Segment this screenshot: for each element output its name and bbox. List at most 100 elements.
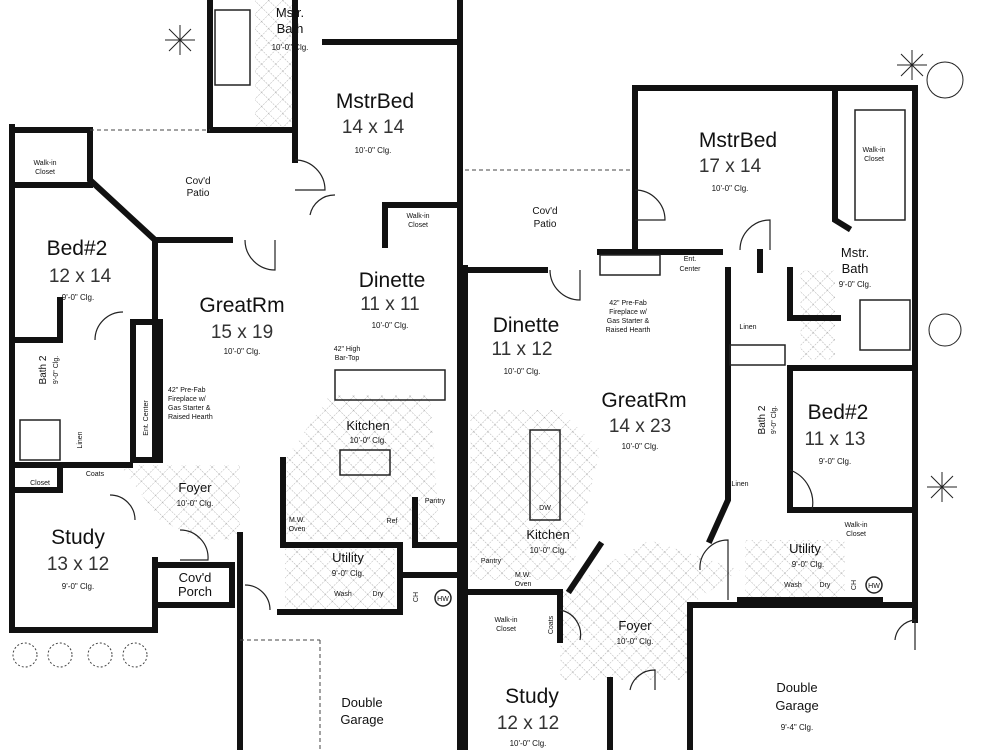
- ceiling-height: 10'-0" Clg.: [350, 436, 387, 445]
- appliance-label: Ref: [387, 518, 398, 525]
- appliance-label: Wash: [334, 591, 352, 598]
- room-size: 17 x 14: [699, 156, 762, 177]
- note-line: Gas Starter &: [607, 318, 650, 325]
- appliance-label: HW: [868, 583, 880, 590]
- closet-label: Closet: [30, 480, 50, 487]
- closet-label: Walk-in: [494, 617, 517, 624]
- note-line: 42" Pre-Fab: [609, 300, 647, 307]
- appliance-label: Oven: [289, 526, 306, 533]
- room-name: Bed#2: [47, 237, 108, 260]
- fireplace-note: 42" Pre-Fab Fireplace w/ Gas Starter & R…: [168, 387, 213, 421]
- note-label: 42" High: [334, 346, 361, 353]
- ceiling-height: 9'-0" Clg.: [332, 569, 364, 578]
- tree-icon: [928, 313, 962, 347]
- appliance-label: Dry: [373, 591, 384, 598]
- room-name: GreatRm: [199, 294, 284, 317]
- room-name: MstrBed: [336, 90, 414, 113]
- room-name: Dinette: [359, 269, 426, 292]
- ent-center-label: Center: [679, 266, 701, 273]
- room-name: Utility: [789, 541, 821, 556]
- appliance-label: DW: [539, 505, 551, 512]
- appliance-label: M.W.: [289, 517, 305, 524]
- appliance-label: CH: [851, 580, 858, 590]
- water-heater-icon: [865, 576, 883, 594]
- appliance-label: Dry: [820, 582, 831, 589]
- room-name: Bed#2: [808, 401, 869, 424]
- room-size: 11 x 12: [492, 339, 553, 360]
- room-name: Double: [341, 695, 382, 710]
- note-line: Gas Starter &: [168, 405, 211, 412]
- room-name: Bath 2: [38, 355, 49, 384]
- closet-label: Closet: [496, 626, 516, 633]
- room-size: 13 x 12: [47, 554, 109, 575]
- note-line: Raised Hearth: [606, 327, 651, 334]
- closet-label: Closet: [35, 169, 55, 176]
- ceiling-height: 10'-0" Clg.: [712, 184, 749, 193]
- room-size: 14 x 14: [342, 117, 405, 138]
- room-name: Double: [776, 680, 817, 695]
- appliance-label: M.W.: [515, 572, 531, 579]
- area-label: Cov'd: [179, 570, 212, 585]
- pantry-label: Pantry: [425, 498, 446, 505]
- area-label: Cov'd: [532, 206, 557, 217]
- room-name: Bath: [277, 21, 304, 36]
- room-name: Bath: [842, 261, 869, 276]
- area-label: Cov'd: [185, 176, 210, 187]
- ceiling-height: 10'-0" Clg.: [177, 499, 214, 508]
- area-label: Patio: [187, 188, 210, 199]
- door-swings: [94, 159, 916, 691]
- pantry-label: Pantry: [481, 558, 502, 565]
- landscaping: [12, 25, 964, 668]
- closet-label: Walk-in: [844, 522, 867, 529]
- closet-label: Closet: [864, 156, 884, 163]
- room-name: Garage: [775, 698, 818, 713]
- linen-label: Linen: [77, 431, 84, 448]
- appliance-label: HW: [437, 596, 449, 603]
- room-name: Foyer: [178, 480, 212, 495]
- note-line: Fireplace w/: [609, 309, 647, 316]
- note-line: 42" Pre-Fab: [168, 387, 206, 394]
- ceiling-height: 10'-0" Clg.: [224, 347, 261, 356]
- ceiling-height: 10'-0" Clg.: [510, 739, 547, 748]
- ceiling-height: 10'-0" Clg.: [372, 321, 409, 330]
- room-size: 14 x 23: [609, 416, 671, 437]
- water-heater-icon: [434, 589, 452, 607]
- area-label: Patio: [534, 219, 557, 230]
- ceiling-height: 10'-0" Clg.: [622, 442, 659, 451]
- room-name: Bath 2: [757, 405, 768, 434]
- ent-center-label: Ent.: [684, 256, 697, 263]
- ceiling-height: 10'-0" Clg.: [617, 637, 654, 646]
- closet-label: Walk-in: [406, 213, 429, 220]
- ceiling-height: 10'-0" Clg.: [272, 43, 309, 52]
- room-name: GreatRm: [601, 389, 686, 412]
- note-line: Raised Hearth: [168, 414, 213, 421]
- appliance-label: CH: [413, 592, 420, 602]
- ceiling-height: 9'-0" Clg.: [792, 560, 824, 569]
- room-name: Foyer: [618, 618, 652, 633]
- closet-label: Closet: [846, 531, 866, 538]
- appliance-label: Oven: [515, 581, 532, 588]
- tree-icon: [926, 61, 964, 99]
- ceiling-height: 9'-0" Clg.: [62, 582, 94, 591]
- room-name: MstrBed: [699, 129, 777, 152]
- coats-label: Coats: [548, 615, 555, 634]
- room-name: Garage: [340, 712, 383, 727]
- closet-label: Walk-in: [33, 160, 56, 167]
- ent-center-label: Ent. Center: [143, 400, 150, 436]
- room-name: Kitchen: [526, 527, 569, 542]
- ceiling-height: 10'-0" Clg.: [530, 546, 567, 555]
- room-name: Study: [505, 685, 559, 708]
- ceiling-height: 9'-0" Clg.: [53, 356, 60, 384]
- room-name: Utility: [332, 550, 364, 565]
- ceiling-height: 9'-0" Clg.: [819, 457, 851, 466]
- room-size: 12 x 14: [49, 266, 112, 287]
- linen-label: Linen: [731, 481, 748, 488]
- area-label: Porch: [178, 584, 212, 599]
- ceiling-height: 9'-0" Clg.: [839, 280, 871, 289]
- room-size: 11 x 11: [360, 294, 420, 315]
- closet-label: Closet: [408, 222, 428, 229]
- room-name: Dinette: [493, 314, 560, 337]
- room-size: 15 x 19: [211, 322, 273, 343]
- ceiling-height: 9'-0" Clg.: [771, 406, 778, 434]
